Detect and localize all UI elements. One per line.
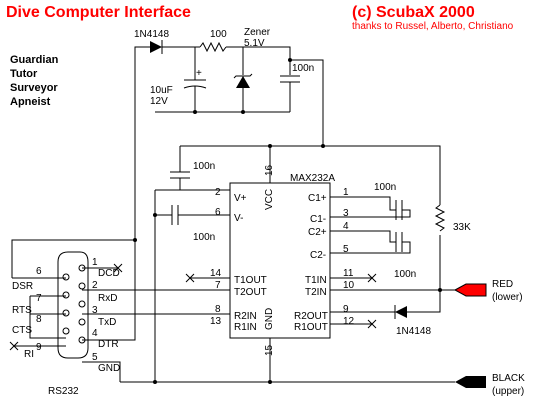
ic-pin-11: 11 [343,268,354,279]
vcc-rail-wire [290,59,324,146]
db9-pin-1: 1 [92,257,98,268]
ic-pin-6: 6 [215,207,221,218]
ic-vcc-label: VCC [264,189,275,210]
diagram-title: Dive Computer Interface [6,4,191,21]
ic-pin-7: 7 [215,280,221,291]
black-lead-connector [455,376,486,388]
ic-pin-5: 5 [343,244,349,255]
diode-bottom-label: 1N4148 [396,326,431,337]
db9-pin-8: 8 [36,314,42,325]
rs232-label: RS232 [48,386,79,397]
power-supply: 1N4148 100 + 10uF 12V Zener 5.1V 100n [134,27,324,240]
gnd-wire [82,361,121,382]
rs232-connector [57,251,89,359]
ic-pin-2: 2 [215,187,221,198]
ic-pin-10: 10 [343,280,355,291]
db9-pin-5: 5 [92,352,98,363]
ic-name: MAX232A [290,173,335,184]
c1plus-wire [330,196,396,211]
cap-power-label: 100n [193,161,215,172]
ic-pin-t1out: T1OUT [234,275,267,286]
black-lead-label: BLACK [492,373,525,384]
pullup-wire-top [323,145,441,205]
c2minus-wire [330,241,411,254]
red-lead-connector [453,283,487,297]
electrolytic-plus: + [196,68,202,79]
ic-pin-vplus: V+ [234,193,247,204]
c1minus-wire [330,209,411,218]
diode-top-label: 1N4148 [134,29,169,40]
ic-pin-r1out: R1OUT [294,322,328,333]
db9-rts: RTS [12,305,32,316]
cap-c2-label: 100n [394,269,416,280]
db9-pin-6: 6 [36,266,42,277]
ic-pin-14: 14 [210,268,222,279]
ic-pin-t2in: T2IN [305,287,327,298]
model-guardian: Guardian [10,54,59,66]
ic-pin-r2in: R2IN [234,311,257,322]
db9-pin-4: 4 [92,328,98,339]
zener-diode [236,76,250,88]
dsr-dtr-loop [11,239,135,278]
ic-pin-13: 13 [210,316,222,327]
rts-cts-link [29,296,66,339]
red-lead-sub: (lower) [492,292,523,303]
diode-top [150,40,163,54]
ic-pin-8: 8 [215,304,221,315]
ic-pin-3: 3 [343,208,349,219]
cap-zener-label: 100n [292,63,314,74]
ic-pin-c2minus: C2- [310,250,326,261]
dtr-supply-wire [134,46,150,240]
db9-txd: TxD [98,317,116,328]
ic-pin-t2out: T2OUT [234,287,267,298]
db9-pin-7: 7 [36,293,42,304]
model-tutor: Tutor [10,68,38,80]
ic-pin-r2out: R2OUT [294,311,328,322]
c2plus-wire [330,230,396,243]
diode-bottom [395,306,407,318]
red-lead-label: RED [492,279,513,290]
ic-gnd-label: GND [264,308,275,330]
db9-pin-3: 3 [92,305,98,316]
db9-gnd: GND [98,363,120,374]
ic-pin-12: 12 [343,316,355,327]
zener-top-wire [226,46,291,75]
model-apneist: Apneist [10,96,51,108]
electrolytic-value: 10uF [150,85,173,96]
db9-rxd: RxD [98,293,117,304]
db9-dsr: DSR [12,281,33,292]
black-lead-sub: (upper) [492,386,524,397]
ic-pin-c2plus: C2+ [308,227,327,238]
db9-pin-9: 9 [36,342,42,353]
ic-pin-t1in: T1IN [305,275,327,286]
ic-pin-c1plus: C1+ [308,193,327,204]
copyright-text: (c) ScubaX 2000 [352,4,475,21]
model-surveyor: Surveyor [10,82,58,94]
resistor-pullup [434,204,446,232]
max232-chip: MAX232A VCC GND 16 15 [229,144,335,382]
db9-cts: CTS [12,325,32,336]
resistor-top [199,41,227,53]
resistor-top-label: 100 [210,29,227,40]
dtr-wire [82,240,136,341]
db9-ri: RI [24,349,34,360]
cap-vminus-label: 100n [193,232,215,243]
ic-pin-vminus: V- [234,213,243,224]
ic-pin-9: 9 [343,304,349,315]
cap-c1-label: 100n [374,182,396,193]
zener-name: Zener [244,27,271,38]
resistor-pullup-label: 33K [453,222,471,233]
thanks-text: thanks to Russel, Alberto, Christiano [352,21,514,32]
db9-dcd: DCD [98,268,120,279]
db9-dtr: DTR [98,339,119,350]
ic-pin-r1in: R1IN [234,322,257,333]
db9-pin-2: 2 [92,280,98,291]
zener-value: 5.1V [244,38,265,49]
ic-pin-c1minus: C1- [310,214,326,225]
ic-pin-4: 4 [343,221,349,232]
ic-pin-1: 1 [343,187,349,198]
electrolytic-voltage: 12V [150,96,168,107]
